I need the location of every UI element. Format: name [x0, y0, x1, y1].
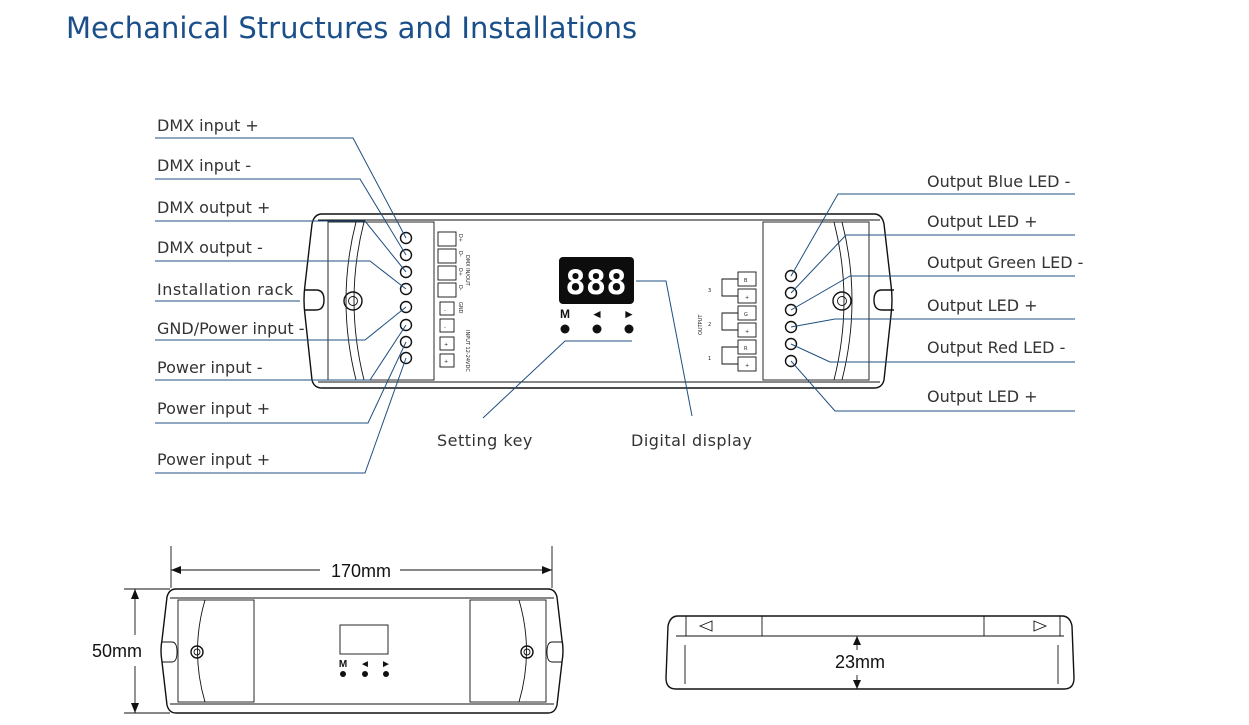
side-view: 23mm [665, 615, 1075, 690]
label-output-blue: Output Blue LED - [927, 172, 1070, 191]
out-plus: + [745, 329, 749, 335]
right-key-label: ► [623, 307, 635, 321]
right-mount-slot [873, 289, 894, 311]
out-channel: 3 [708, 288, 711, 294]
pin-label: + [444, 359, 448, 365]
label-output-led-plus-1: Output LED + [927, 387, 1038, 406]
out-plus: + [745, 295, 749, 301]
out-plus: + [745, 363, 749, 369]
setting-keys: M ◄ ► [560, 307, 635, 334]
label-dmx-input-plus: DMX input + [157, 116, 259, 135]
dimension-length: 170mm [331, 561, 391, 581]
pin-label: - [444, 308, 446, 314]
screw-icon [520, 645, 534, 659]
pin-label: + [444, 342, 448, 348]
page-title: Mechanical Structures and Installations [66, 11, 637, 45]
label-output-led-plus-3: Output LED + [927, 212, 1038, 231]
left-callouts: DMX input + DMX input - DMX output + DMX… [155, 116, 407, 474]
label-dmx-output-plus: DMX output + [157, 198, 270, 217]
pin-label: D+ [457, 234, 463, 242]
screw-icon [190, 645, 204, 659]
left-key-label: ◄ [360, 659, 370, 670]
label-digital-display: Digital display [631, 431, 752, 450]
screw-icon [343, 291, 363, 311]
out-letter: R [744, 346, 748, 352]
display-digits: 888 [565, 263, 626, 303]
left-key[interactable] [592, 324, 602, 334]
label-installation-rack: Installation rack [157, 280, 294, 299]
m-key[interactable] [560, 324, 570, 334]
left-mount-slot [304, 289, 325, 311]
label-output-green: Output Green LED - [927, 253, 1083, 272]
label-output-led-plus-2: Output LED + [927, 296, 1038, 315]
dmx-terminal-block: D+ D- D+ D- DMX IN/OUT [437, 231, 470, 298]
digital-display: 888 [559, 257, 634, 304]
pin-label: D- [457, 251, 463, 257]
label-dmx-output-minus: DMX output - [157, 238, 263, 257]
label-dmx-input-minus: DMX input - [157, 156, 251, 175]
right-key[interactable] [624, 324, 634, 334]
out-letter: G [744, 312, 748, 318]
power-terminal-block: - - + + GND INPUT 12-24VDC [439, 301, 470, 372]
screw-icon [832, 291, 852, 311]
left-key-label: ◄ [591, 307, 603, 321]
small-display-window [339, 624, 389, 655]
label-power-input-minus: Power input - [157, 358, 262, 377]
right-key-label: ► [381, 659, 391, 670]
dmx-caption: DMX IN/OUT [464, 255, 470, 287]
pin-label: D+ [457, 268, 463, 276]
front-view: 170mm 50mm M ◄ ► [92, 546, 564, 714]
pin-label: - [444, 325, 446, 331]
gnd-caption: GND [457, 302, 463, 314]
label-power-input-plus-2: Power input + [157, 450, 270, 469]
pin-label: D- [457, 285, 463, 291]
m-key-label: M [560, 307, 570, 321]
out-caption: OUTPUT [698, 314, 704, 335]
label-setting-key: Setting key [437, 431, 533, 450]
output-terminal-block: B + G + R + 3 2 1 OUTPUT [698, 271, 757, 372]
label-power-input-plus-1: Power input + [157, 399, 270, 418]
label-gnd-power-input: GND/Power input - [157, 319, 305, 338]
out-channel: 1 [708, 356, 711, 362]
m-key-label: M [339, 659, 347, 670]
right-terminals [784, 269, 798, 368]
left-terminals [399, 231, 413, 365]
main-device: D+ D- D+ D- DMX IN/OUT - - + + GND INPUT… [303, 213, 894, 389]
dimension-width: 50mm [92, 641, 142, 661]
out-channel: 2 [708, 322, 711, 328]
dimension-height: 23mm [835, 652, 885, 672]
right-callouts: Output Blue LED - Output LED + Output Gr… [790, 172, 1083, 412]
out-letter: B [744, 278, 748, 284]
label-output-red: Output Red LED - [927, 338, 1065, 357]
key-display-callouts: Setting key Digital display [437, 280, 752, 450]
power-caption: INPUT 12-24VDC [464, 330, 470, 372]
